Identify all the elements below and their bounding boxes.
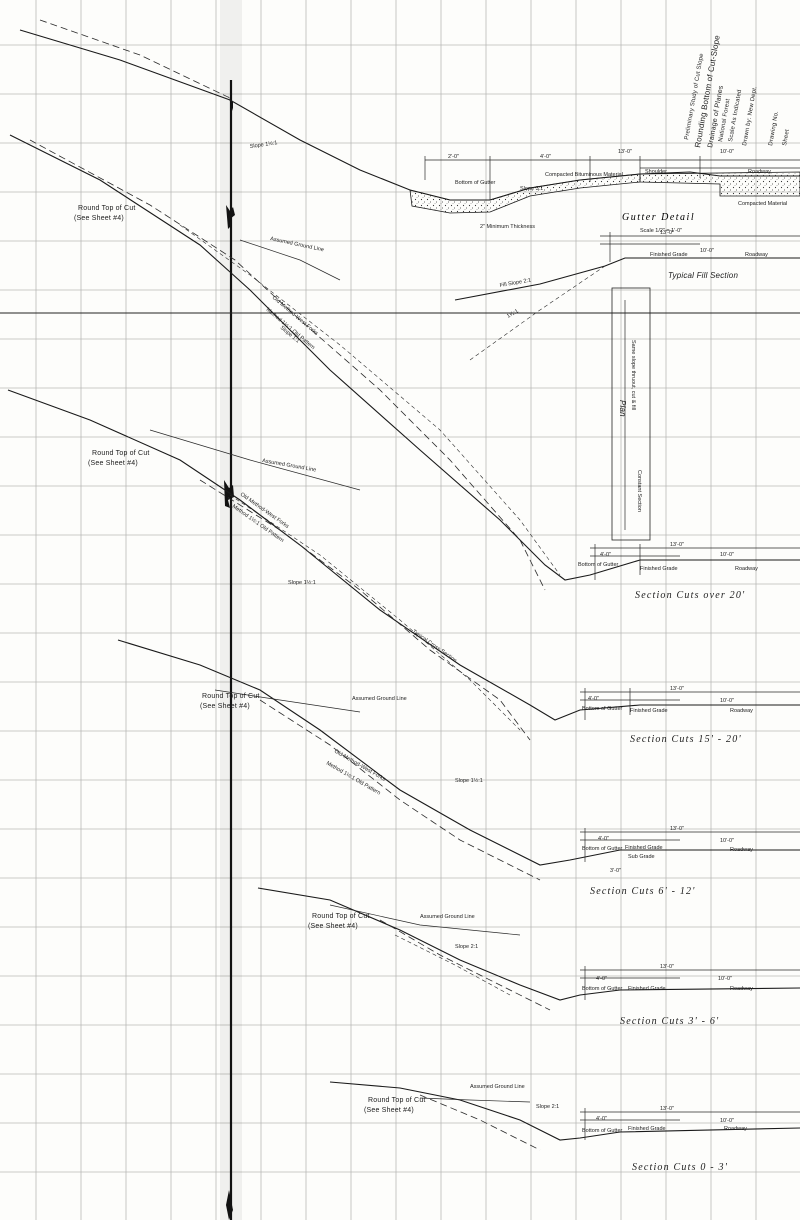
plan-label: Plan [618,400,627,417]
s3-dim-4ft: 4'-0" [588,696,599,702]
gutter-dim-13ft: 13'-0" [618,149,632,155]
gutter-bituminous-label: Compacted Bituminous Material [545,172,623,178]
s2-title: Section Cuts over 20' [635,590,745,601]
s4-dim-13ft: 13'-0" [670,826,684,832]
s3-assumed-ground: Assumed Ground Line [352,696,407,702]
s5-round-top: Round Top of Cut [368,1097,426,1104]
s5-dim-4ft: 4'-0" [596,976,607,982]
fill-dim-10ft: 10'-0" [700,248,714,254]
s4-title: Section Cuts 6' - 12' [590,886,696,897]
gutter-detail: 2'-0" 4'-0" 13'-0" 10'-0" Shoulder Roadw… [19,19,800,234]
s3-title: Section Cuts 15' - 20' [630,734,742,745]
s3-round-top: Round Top of Cut [202,693,260,700]
s4-round-top: Round Top of Cut [312,913,370,920]
fill-dim-13ft: 13'-0" [660,230,674,236]
s3-old-method: Old Method-West Forks [333,749,386,783]
s2-round-top: Round Top of Cut [92,450,150,457]
s3-slope: Slope 1½:1 [455,777,483,784]
plan-note-line1: Same slope thruout, cut & fill [630,340,636,410]
s5-finished-grade: Finished Grade [628,986,666,992]
s2-dim-13ft: 13'-0" [670,542,684,548]
s6-roadway: Roadway [724,1126,747,1132]
fill-slope-label: Fill Slope 2:1 [499,278,531,289]
section-cuts-upper: Round Top of Cut (See Sheet #4) Assumed … [9,134,800,591]
title-drawing-no: Drawing No. [768,110,780,146]
s3-see-sheet: (See Sheet #4) [200,703,250,710]
s4-finished-grade: Finished Grade [625,845,663,851]
s4-dim-3ft: 3'-0" [610,868,621,874]
s6-dim-4ft: 4'-0" [596,1116,607,1122]
s5-roadway: Roadway [730,986,753,992]
s5-dim-10ft: 10'-0" [718,976,732,982]
plan-note: Plan Same slope thruout, cut & fill Cons… [611,287,651,541]
s2-dim-4ft: 4'-0" [600,552,611,558]
gutter-dim-4ft: 4'-0" [540,154,551,160]
s5-slope: Slope 2:1 [536,1104,559,1110]
s3-bottom-gutter: Bottom of Gutter [582,706,623,712]
s4-assumed-ground: Assumed Ground Line [420,914,475,920]
section-cuts-6-12: 13'-0" 10'-0" 4'-0" 3'-0" Finished Grade… [257,826,800,1011]
s3-dim-13ft: 13'-0" [670,686,684,692]
s2-bottom-gutter: Bottom of Gutter [578,562,619,568]
s4-subgrade: Sub Grade [628,854,655,860]
s4-see-sheet: (See Sheet #4) [308,923,358,930]
gutter-compacted-label: Compacted Material [738,201,787,207]
gutter-dashed-line [39,19,231,99]
s3-dim-10ft: 10'-0" [720,698,734,704]
gutter-shoulder-label: Shoulder [645,169,667,175]
gutter-dim-10ft: 10'-0" [720,149,734,155]
typical-fill-section: 13'-0" 10'-0" Finished Grade Roadway Fil… [454,230,800,361]
s5-assumed-ground: Assumed Ground Line [470,1084,525,1090]
gutter-roadway-label: Roadway [748,169,771,175]
plan-note-line2: Constant Section [636,470,642,512]
fill-slope-ratio: 1½:1 [506,308,520,320]
s2-dim-10ft: 10'-0" [720,552,734,558]
s6-dim-13ft: 13'-0" [660,1106,674,1112]
gutter-detail-scale: Scale 1/2" = 1'-0" [640,228,682,234]
gutter-detail-title: Gutter Detail [622,212,695,223]
fill-section-title: Typical Fill Section [668,271,738,280]
s6-dim-10ft: 10'-0" [720,1118,734,1124]
s6-title: Section Cuts 0 - 3' [632,1162,728,1173]
s2-slope: Slope 1½:1 [288,579,316,586]
compacted-material-layer [639,171,800,197]
section-cuts-3-6: 13'-0" 10'-0" 4'-0" Finished Grade Roadw… [329,964,800,1151]
title-line-5: Scale As Indicated [728,89,743,142]
gutter-slope-label: Slope 3:1 [520,186,543,192]
s6-bottom-gutter: Bottom of Gutter [582,1128,623,1134]
s3-roadway: Roadway [730,708,753,714]
s2-roadway: Roadway [735,566,758,572]
s6-finished-grade: Finished Grade [628,1126,666,1132]
s1-assumed-ground: Assumed Ground Line [270,236,325,253]
gutter-dim-2ft: 2'-0" [448,154,459,160]
gutter-bottom-label: Bottom of Gutter [455,180,496,186]
s5-see-sheet: (See Sheet #4) [364,1107,414,1114]
s4-dim-10ft: 10'-0" [720,838,734,844]
title-sheet: Sheet [782,129,791,147]
s1-round-top: Round Top of Cut [78,205,136,212]
s3-finished-grade: Finished Grade [630,708,668,714]
title-block: Preliminary Study of Cut Slope Rounding … [684,34,791,148]
s5-dim-13ft: 13'-0" [660,964,674,970]
s5-title: Section Cuts 3' - 6' [620,1016,719,1027]
gutter-min-thickness-label: 2" Minimum Thickness [480,224,535,230]
fill-finished-grade: Finished Grade [650,252,688,258]
gutter-side-slope-label: Slope 1½:1 [249,139,278,150]
s4-slope: Slope 2:1 [455,944,478,950]
s2-see-sheet: (See Sheet #4) [88,460,138,467]
s2-typical-note: Typical Cross Section [411,629,458,664]
bituminous-layer [409,173,641,214]
s4-roadway: Roadway [730,847,753,853]
s4-dim-4ft: 4'-0" [598,836,609,842]
s4-bottom-gutter: Bottom of Gutter [582,846,623,852]
section-cuts-0-3: 13'-0" 10'-0" 4'-0" Finished Grade Roadw… [580,1106,800,1173]
s2-finished-grade: Finished Grade [640,566,678,572]
s5-bottom-gutter: Bottom of Gutter [582,986,623,992]
fill-roadway: Roadway [745,252,768,258]
s1-see-sheet: (See Sheet #4) [74,215,124,222]
